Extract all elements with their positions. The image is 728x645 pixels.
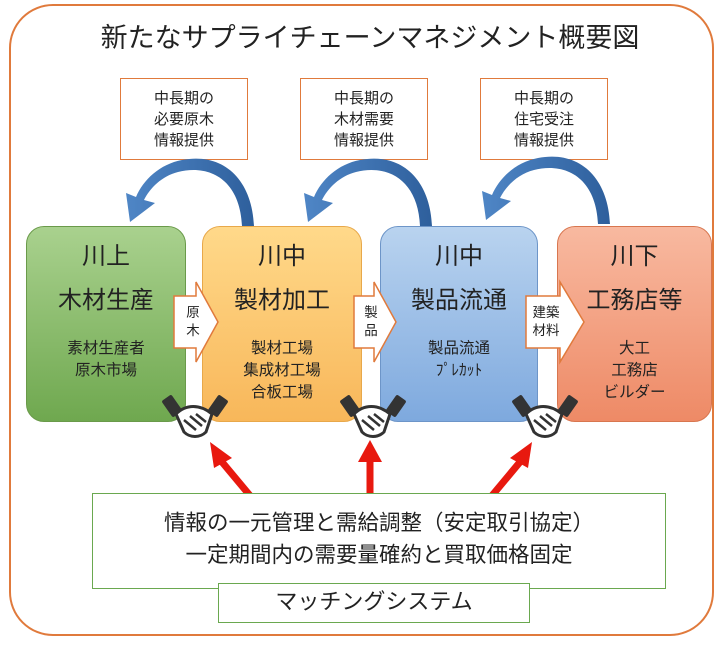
stage-head-1: 川上 (82, 242, 130, 270)
stage-sub: 製品流通 (427, 339, 490, 357)
info-management-line2: 一定期間内の需要量確約と買取価格固定 (185, 543, 573, 568)
handshake-icon (162, 395, 228, 438)
stage-head-1: 川下 (610, 242, 659, 270)
info-management-box: 情報の一元管理と需給調整（安定取引協定） 一定期間内の需要量確約と買取価格固定 (92, 493, 666, 589)
curved-arrow-1 (126, 158, 254, 226)
info-line: 情報提供 (153, 130, 214, 149)
flow-label-raw-wood: 原 木 (178, 304, 208, 340)
info-line: 中長期の (513, 88, 574, 107)
stage-sub: 原木市場 (74, 361, 137, 379)
flow-label-line: 建築 (532, 305, 560, 321)
stage-sub: 製材工場 (250, 339, 313, 357)
stage-sub: ビルダー (603, 383, 666, 401)
flow-label-line: 製 (364, 305, 378, 321)
handshake-icon (340, 395, 406, 438)
info-box-housing-orders: 中長期の 住宅受注 情報提供 (480, 78, 608, 160)
info-line: 中長期の (333, 88, 394, 107)
info-line: 情報提供 (513, 130, 574, 149)
flow-label-building-materials: 建築 材料 (528, 304, 564, 340)
stage-head-2: 製材加工 (234, 286, 330, 314)
flow-label-line: 原 (186, 305, 200, 321)
stage-sub: 素材生産者 (67, 339, 145, 357)
flow-label-products: 製 品 (356, 304, 386, 340)
stage-head-2: 工務店等 (586, 286, 683, 314)
info-box-raw-wood: 中長期の 必要原木 情報提供 (120, 78, 248, 160)
stage-processing: 川中 製材加工 製材工場 集成材工場 合板工場 (202, 226, 362, 422)
stage-head-2: 木材生産 (58, 286, 154, 314)
outer-frame (9, 4, 714, 636)
info-line: 情報提供 (333, 130, 394, 149)
stage-head-1: 川中 (258, 242, 306, 270)
stage-upstream: 川上 木材生産 素材生産者 原木市場 (26, 226, 186, 422)
red-arrow-center (358, 440, 382, 498)
flow-arrow-products (353, 281, 397, 363)
stage-sub: 工務店 (611, 361, 658, 379)
flow-label-line: 品 (364, 323, 378, 339)
stage-sub: 合板工場 (250, 383, 313, 401)
stage-sub: 集成材工場 (243, 361, 321, 379)
stage-sub: 大工 (618, 339, 650, 357)
flow-label-line: 材料 (532, 323, 560, 339)
info-line: 住宅受注 (513, 109, 574, 128)
info-management-line1: 情報の一元管理と需給調整（安定取引協定） (163, 511, 594, 536)
diagram-title: 新たなサプライチェーンマネジメント概要図 (100, 23, 640, 54)
curved-arrow-3 (482, 156, 610, 224)
flow-label-line: 木 (186, 323, 200, 339)
handshake-icon (512, 395, 578, 438)
info-line: 中長期の (153, 88, 214, 107)
stage-sub: ﾌﾟﾚｶｯﾄ (435, 361, 483, 379)
info-line: 木材需要 (333, 109, 394, 128)
stage-head-1: 川中 (435, 242, 483, 270)
red-arrow-right (487, 442, 532, 501)
stage-distribution: 川中 製品流通 製品流通 ﾌﾟﾚｶｯﾄ (380, 226, 538, 422)
stage-head-2: 製品流通 (411, 286, 507, 314)
matching-system-box: マッチングシステム (218, 583, 530, 623)
info-line: 必要原木 (153, 109, 214, 128)
flow-arrow-building-materials (525, 279, 585, 365)
curved-arrow-2 (304, 158, 432, 226)
flow-arrow-raw-wood (173, 281, 219, 363)
red-arrow-left (210, 442, 255, 501)
